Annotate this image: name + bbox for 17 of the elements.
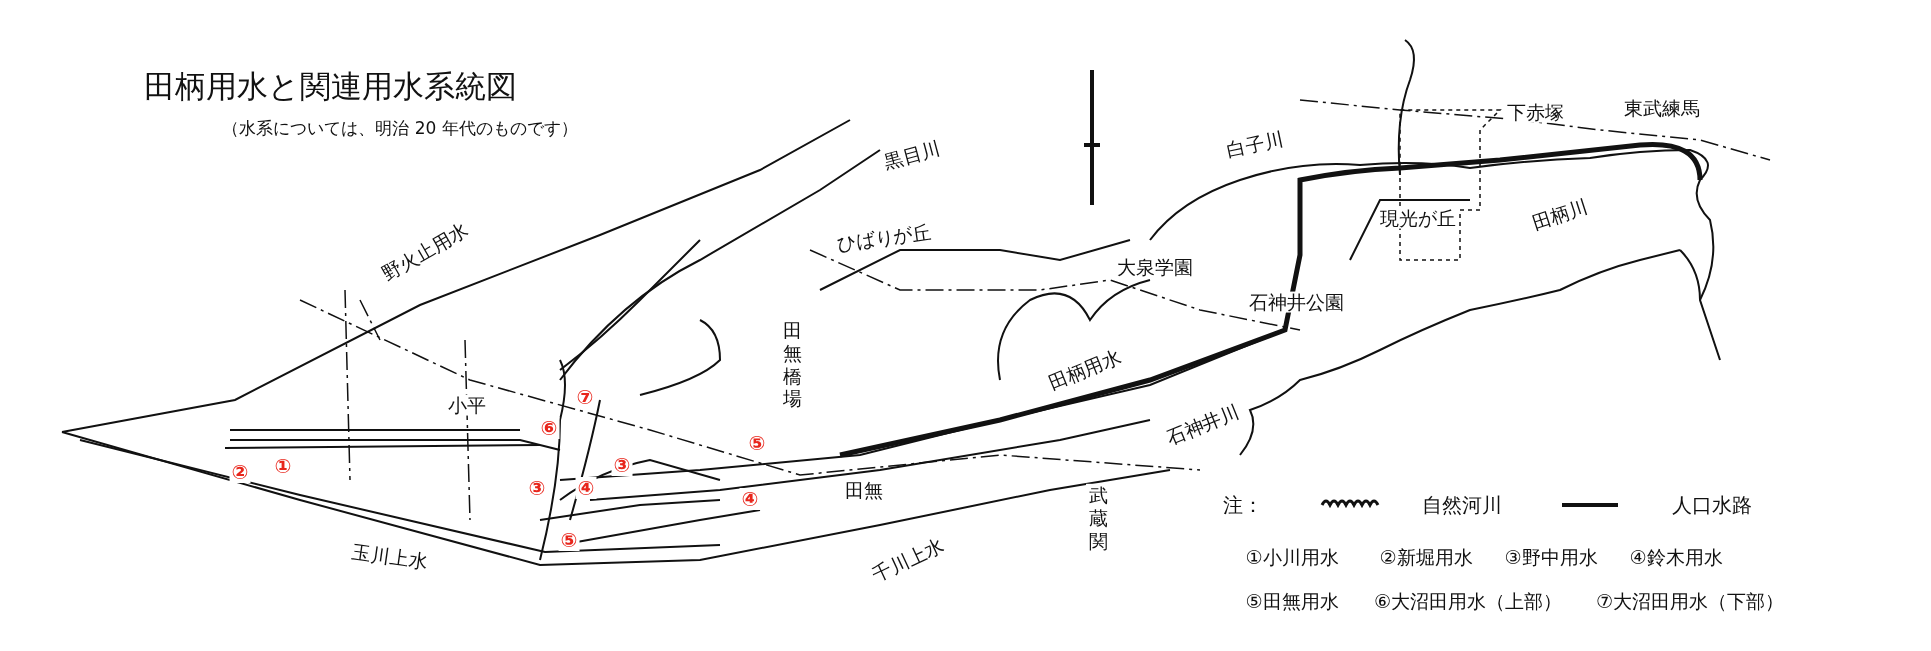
note-text: ④鈴木用水: [1627, 546, 1725, 568]
legend-label: 人口水路: [1670, 494, 1754, 516]
place-name-label: 大泉学園: [1115, 256, 1195, 278]
circled-number: ④: [739, 488, 761, 510]
place-name-label: 田無橋場: [780, 319, 804, 411]
place-name-label: 小平: [446, 394, 488, 416]
note-text: ⑤田無用水: [1243, 590, 1341, 612]
note-text: ①小川用水: [1243, 546, 1341, 568]
place-name-label: 石神井公園: [1246, 291, 1346, 313]
place-name-label: 東武練馬: [1622, 97, 1702, 119]
note-text: ②新堀用水: [1377, 546, 1475, 568]
place-name-label: 田無: [843, 479, 885, 501]
place-name-label: 現光が丘: [1378, 207, 1458, 229]
place-name-label: 武蔵関: [1086, 483, 1110, 553]
place-name-label: 下赤塚: [1504, 101, 1566, 123]
circled-number: ④: [575, 477, 597, 499]
note-text: ③野中用水: [1502, 546, 1600, 568]
